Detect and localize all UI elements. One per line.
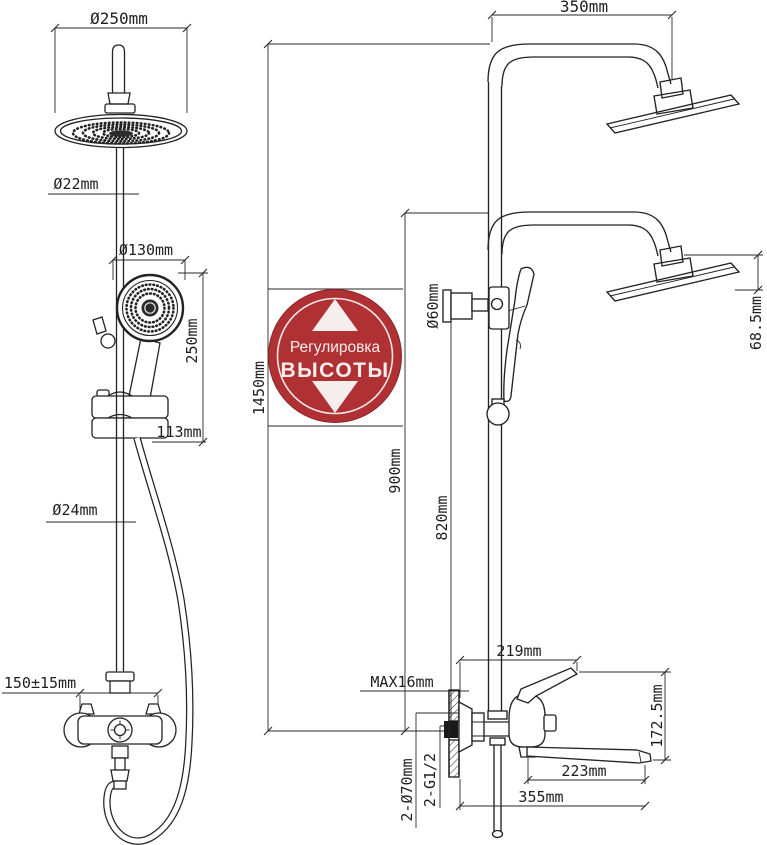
side-view (442, 43, 741, 839)
dim-1450-line (267, 43, 490, 732)
upper-arm-nut (659, 77, 684, 99)
dim-bracket-width: 113mm (156, 423, 201, 441)
upper-arm (487, 43, 741, 134)
dim-rain-head-diameter: Ø250mm (90, 9, 148, 28)
shower-hose (103, 437, 194, 845)
pipe-through-wall (444, 721, 458, 738)
hand-spray-nozzles (125, 283, 175, 333)
dim-68-line (684, 254, 763, 291)
dim-overall-depth: 355mm (518, 788, 563, 806)
dim-thread: 2-G1/2 (421, 753, 439, 807)
dim-max-wall: MAX16mm (370, 673, 433, 691)
dim-hand-shower-height: 250mm (183, 318, 201, 363)
dim-mount-spacing: 150±15mm (4, 674, 76, 692)
wall-bracket (442, 289, 489, 323)
holder-clamp-knob (490, 297, 504, 311)
upper-head-mount (653, 89, 694, 115)
height-adjust-badge: Регулировка ВЫСОТЫ (268, 289, 402, 423)
overhead-spray-upper (605, 94, 741, 134)
lower-arm-nut (659, 245, 684, 267)
dim-130-ext (112, 259, 186, 280)
rain-shower-head (54, 44, 188, 149)
dim-250-ext (54, 27, 188, 113)
dim-spout-drop: 172.5mm (648, 684, 666, 747)
dim-219-line (459, 659, 578, 698)
dim-spout-length: 223mm (561, 762, 606, 780)
dim-355-line (459, 779, 645, 810)
dim-escutcheon: 2-Ø70mm (398, 758, 416, 821)
dim-g12-leader (439, 725, 449, 808)
badge-line2: ВЫСОТЫ (280, 359, 389, 382)
dim-bracket-height: 820mm (433, 495, 451, 540)
lower-arm (487, 211, 741, 302)
dim-arm-reach: 350mm (560, 0, 608, 16)
escutcheon-side (458, 700, 473, 754)
dim-handle-depth: 219mm (496, 642, 541, 660)
badge-line1: Регулировка (290, 339, 381, 356)
dim-column-height: 900mm (386, 448, 404, 493)
dim-172-line (579, 671, 671, 761)
lower-head-mount (653, 257, 694, 283)
dim-overall-height: 1450mm (250, 361, 268, 415)
mixer-lever (516, 667, 579, 704)
badge-zone-lines (268, 288, 403, 427)
dimension-labels: Ø250mm Ø22mm Ø130mm 250mm 113mm Ø24mm 15… (4, 0, 765, 822)
holder-lever (92, 316, 107, 335)
mixer-side (458, 667, 652, 839)
hose-side (493, 745, 502, 833)
dim-900-line (404, 212, 489, 731)
arrow-down-icon (312, 381, 358, 413)
diverter-knob (543, 714, 557, 732)
dim-head-drop: 68.5mm (747, 296, 765, 350)
dim-upper-pipe-diameter: Ø22mm (53, 175, 98, 193)
tub-spout (526, 746, 652, 764)
dim-wall-bracket-diameter: Ø60mm (424, 283, 442, 328)
spray-nozzles (71, 121, 171, 145)
dim-lower-pipe-diameter: Ø24mm (52, 501, 97, 519)
hand-shower (92, 273, 185, 405)
wall-section (444, 689, 460, 778)
shower-column (487, 82, 503, 711)
hand-shower-handle (127, 337, 161, 405)
handheld-shower-side (503, 266, 535, 403)
front-view (54, 44, 194, 845)
slider-ball (486, 398, 510, 426)
arrow-up-icon (312, 299, 358, 331)
slider-bracket (91, 389, 169, 439)
dim-hand-shower-diameter: Ø130mm (119, 241, 173, 259)
handheld-in-holder (488, 266, 535, 403)
dim-350-line (491, 14, 673, 79)
overhead-spray-lower (605, 262, 741, 302)
mixer-front (63, 671, 177, 790)
holder-knob (100, 333, 116, 349)
